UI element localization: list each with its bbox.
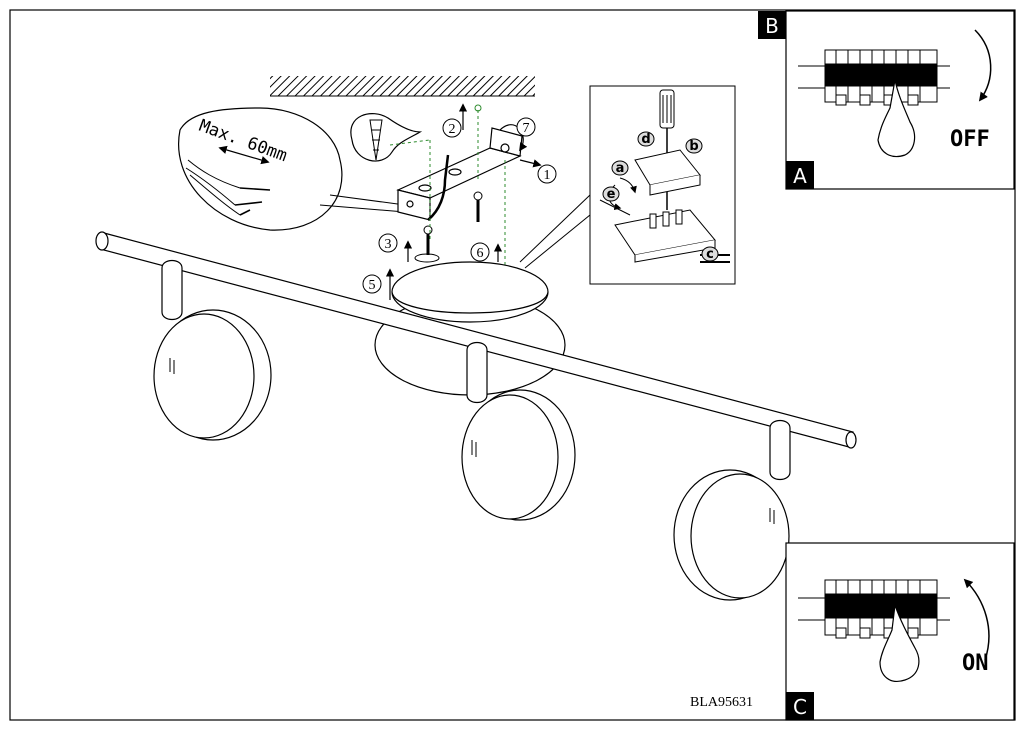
ceiling-hole-marker — [474, 104, 482, 112]
callout-e: e — [602, 186, 620, 202]
outer-frame — [9, 9, 1016, 721]
step-5-label: 5 — [369, 278, 376, 293]
panel-b-tag-bg — [758, 11, 786, 39]
step-1-marker: 1 — [537, 164, 557, 184]
hand-icon-on — [879, 604, 920, 682]
panel-c-tag: C — [793, 695, 807, 719]
panel-c-tag-bg — [786, 692, 814, 720]
callout-a-label: a — [616, 161, 625, 176]
wall-plug-callout — [350, 113, 423, 162]
terminal-callouts: a b c d e — [602, 131, 719, 262]
cable-detail-callout: Max. 60mm — [178, 107, 406, 231]
step-6-label: 6 — [477, 246, 484, 261]
breaker-on-panel: C ON — [785, 542, 1015, 721]
step-2-marker: 2 — [442, 118, 462, 138]
callout-e-label: e — [607, 187, 616, 202]
callout-c-label: c — [706, 247, 714, 262]
step-6-marker: 6 — [470, 242, 490, 262]
on-label: ON — [962, 651, 989, 676]
spotlight-left — [153, 259, 272, 441]
step-7-marker: 7 — [516, 117, 536, 137]
panel-a-tag-bg — [786, 161, 814, 189]
step-5-marker: 5 — [362, 274, 382, 294]
callout-d-label: d — [641, 132, 650, 147]
model-code: BLA95631 — [690, 695, 753, 710]
step-7-label: 7 — [523, 121, 530, 136]
callout-b: b — [685, 138, 703, 154]
step-3-label: 3 — [385, 237, 392, 252]
step-3-marker: 3 — [378, 233, 398, 253]
off-label: OFF — [950, 127, 990, 152]
callout-c: c — [701, 246, 719, 262]
alignment-guides — [389, 110, 506, 265]
circuit-breaker-on-icon — [798, 579, 950, 639]
step-1-label: 1 — [544, 168, 551, 183]
step-2-label: 2 — [449, 122, 456, 137]
rotate-down-arrow — [974, 29, 992, 102]
track-bar — [95, 231, 857, 449]
screws — [414, 191, 483, 263]
circuit-breaker-off-icon — [798, 49, 950, 106]
rotate-up-arrow — [963, 578, 990, 661]
ceiling-hatch — [270, 76, 535, 97]
callout-b-label: b — [689, 139, 698, 154]
panel-b-tag: B — [765, 14, 779, 38]
hand-icon-off — [877, 79, 916, 158]
spotlight-right — [673, 419, 791, 601]
terminal-detail-box: a b c d e — [519, 85, 736, 285]
spotlight-center — [461, 341, 576, 521]
callout-a: a — [611, 160, 629, 176]
breaker-off-panel: B A OFF — [758, 10, 1015, 190]
mounting-bracket — [396, 127, 523, 221]
panel-a-tag: A — [793, 164, 807, 188]
callout-d: d — [637, 131, 655, 147]
terminal-block — [599, 149, 730, 263]
